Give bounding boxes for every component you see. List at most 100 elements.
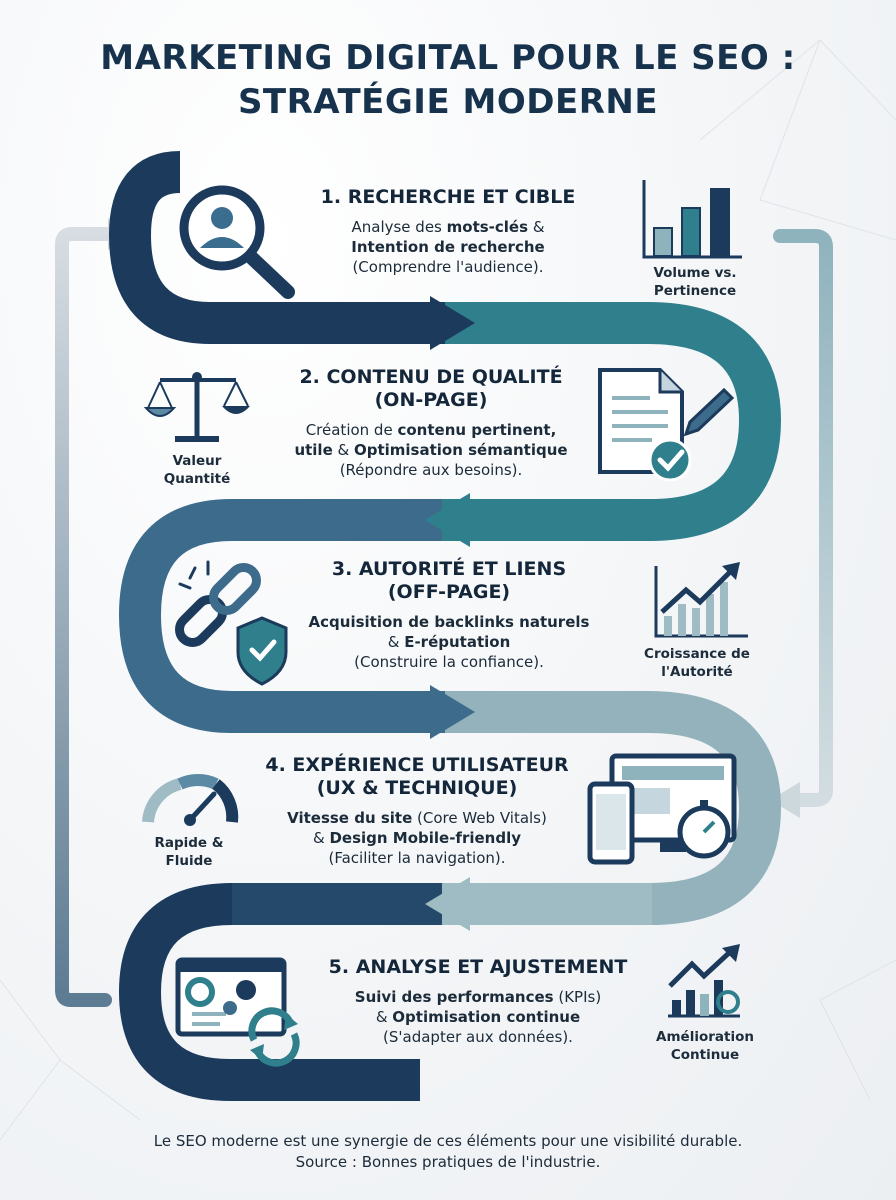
side-label-line: Volume vs. [653,265,737,281]
step-heading-line: 4. EXPÉRIENCE UTILISATEUR [265,754,569,776]
step-3: 3. AUTORITÉ ET LIENS(OFF-PAGE) Acquisitio… [290,558,608,672]
keyword-text: E-réputation [404,633,511,651]
serpentine-path [108,151,782,1101]
side-label-line: Quantité [163,471,231,487]
footer: Le SEO moderne est une synergie de ces é… [0,1131,896,1173]
step-4: 4. EXPÉRIENCE UTILISATEUR(UX & TECHNIQUE… [250,754,584,868]
growth-chart-icon [654,562,748,638]
side-label-line: Fluide [165,853,213,869]
step-description-line: Analyse des mots-clés & [290,217,606,237]
arrowhead-1 [430,296,475,350]
side-label-line: Continue [670,1047,740,1063]
description-text: & [387,633,405,651]
side-label-4: Rapide & Fluide [124,834,254,870]
step-description: Création de contenu pertinent,utile & Op… [272,420,590,480]
step-heading-line: 2. CONTENU DE QUALITÉ [299,366,563,388]
keyword-text: mots-clés [446,218,529,236]
description-text: & [528,218,545,236]
description-text: & [312,829,330,847]
side-label-line: Pertinence [653,283,737,299]
step-heading: 5. ANALYSE ET AJUSTEMENT [306,956,650,979]
dashboard-refresh-icon [175,957,300,1067]
step-description-line: (Comprendre l'audience). [290,257,606,277]
step-description-line: Création de contenu pertinent, [272,420,590,440]
keyword-text: Acquisition de backlinks naturels [308,613,590,631]
step-description: Analyse des mots-clés &Intention de rech… [290,217,606,277]
step-heading: 2. CONTENU DE QUALITÉ(ON-PAGE) [272,366,590,412]
keyword-text: Design Mobile-friendly [329,829,522,847]
speedometer-icon [142,774,239,826]
step-heading-line: 5. ANALYSE ET AJUSTEMENT [328,956,628,978]
document-check-icon [598,368,735,482]
description-text: (Faciliter la navigation). [328,849,506,867]
page-title: MARKETING DIGITAL POUR LE SEO : STRATÉGI… [0,36,896,124]
step-description-line: Intention de recherche [290,237,606,257]
title-line-1: MARKETING DIGITAL POUR LE SEO : [100,38,796,78]
step-description-line: Vitesse du site (Core Web Vitals) [250,808,584,828]
step-heading-line: (UX & TECHNIQUE) [316,777,518,799]
description-text: (S'adapter aux données). [383,1028,573,1046]
step-5: 5. ANALYSE ET AJUSTEMENT Suivi des perfor… [306,956,650,1047]
step-description-line: (Construire la confiance). [290,652,608,672]
keyword-text: utile [294,441,333,459]
keyword-text: contenu pertinent, [397,421,557,439]
description-text: Analyse des [351,218,447,236]
description-text: (Comprendre l'audience). [352,258,544,276]
bar-chart-icon [642,180,742,259]
step-description: Acquisition de backlinks naturels& E-rép… [290,612,608,672]
step-description-line: Acquisition de backlinks naturels [290,612,608,632]
step-heading-line: (ON-PAGE) [374,389,488,411]
footer-line-2: Source : Bonnes pratiques de l'industrie… [295,1153,601,1171]
step-2: 2. CONTENU DE QUALITÉ(ON-PAGE) Création d… [272,366,590,480]
chain-shield-icon [175,560,288,686]
description-text: Création de [305,421,398,439]
description-text: (Construire la confiance). [354,653,544,671]
magnifier-person-icon [179,185,295,299]
title-line-2: STRATÉGIE MODERNE [237,82,659,122]
keyword-text: Optimisation sémantique [353,441,568,459]
side-label-line: Rapide & [154,835,224,851]
step-description-line: (Répondre aux besoins). [272,460,590,480]
keyword-text: Vitesse du site [287,809,413,827]
keyword-text: Optimisation continue [392,1008,581,1026]
description-text: (Core Web Vitals) [412,809,547,827]
step-description-line: & Design Mobile-friendly [250,828,584,848]
footer-line-1: Le SEO moderne est une synergie de ces é… [153,1132,743,1150]
right-side-arrowhead [770,782,800,818]
keyword-text: Intention de recherche [351,238,545,256]
step-heading-line: (OFF-PAGE) [387,581,511,603]
step-heading: 4. EXPÉRIENCE UTILISATEUR(UX & TECHNIQUE… [250,754,584,800]
description-text: (Répondre aux besoins). [339,461,523,479]
balance-scale-icon [143,372,250,442]
description-text: (KPIs) [553,988,602,1006]
step-description-line: (Faciliter la navigation). [250,848,584,868]
step-heading: 1. RECHERCHE ET CIBLE [290,186,606,209]
right-side-arrow [773,229,833,807]
keyword-text: Suivi des performances [354,988,554,1006]
step-description-line: utile & Optimisation sémantique [272,440,590,460]
step-description: Suivi des performances (KPIs)& Optimisat… [306,987,650,1047]
step-1: 1. RECHERCHE ET CIBLE Analyse des mots-cl… [290,186,606,277]
description-text: & [332,441,354,459]
background-network [0,39,896,1141]
arrowhead-3 [430,685,475,739]
step-description-line: & E-réputation [290,632,608,652]
step-heading: 3. AUTORITÉ ET LIENS(OFF-PAGE) [290,558,608,604]
loop-return-arrow [55,227,117,1007]
arrowhead-4 [425,877,470,931]
description-text: & [375,1008,393,1026]
step-heading-line: 3. AUTORITÉ ET LIENS [331,558,567,580]
devices-stopwatch-icon [587,753,737,865]
side-label-line: l'Autorité [661,664,733,680]
step-description-line: Suivi des performances (KPIs) [306,987,650,1007]
step-description: Vitesse du site (Core Web Vitals)& Desig… [250,808,584,868]
step-heading-line: 1. RECHERCHE ET CIBLE [320,186,576,208]
step-description-line: (S'adapter aux données). [306,1027,650,1047]
side-label-line: Valeur [172,453,222,469]
side-label-1: Volume vs. Pertinence [630,264,760,300]
arrowhead-2 [425,493,470,547]
